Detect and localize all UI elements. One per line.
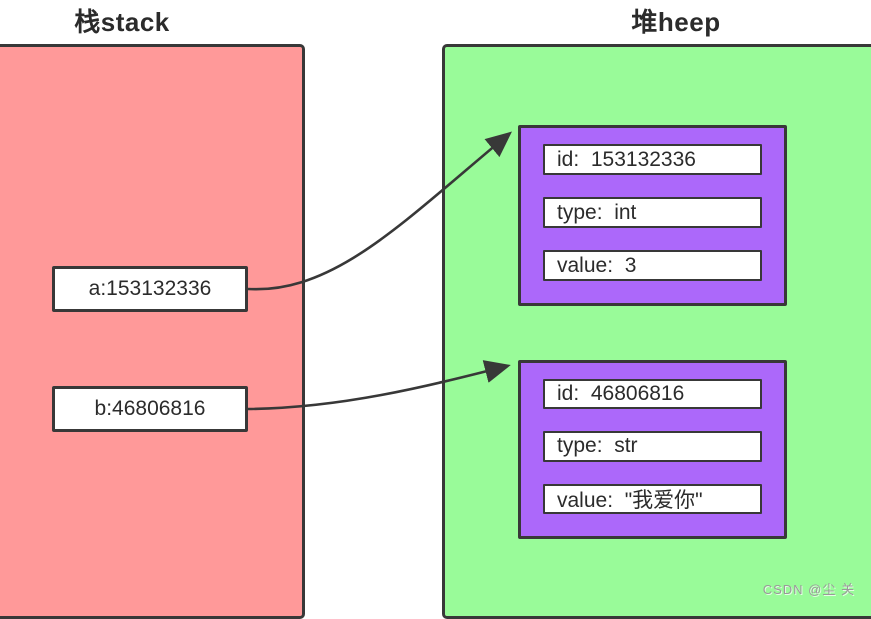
str-object-field-id: id: 46806816 (543, 379, 762, 410)
watermark: CSDN @尘 关 (762, 582, 855, 597)
stack-panel (0, 44, 305, 619)
stack-title: 栈stack (74, 7, 170, 37)
heap-object-str: id: 46806816 type: str value: "我爱你" (518, 360, 787, 539)
str-object-field-type: type: str (543, 431, 762, 462)
stack-variable-b: b:46806816 (52, 386, 248, 432)
int-object-field-type: type: int (543, 197, 762, 228)
stack-variable-a: a:153132336 (52, 266, 248, 312)
heap-object-int: id: 153132336 type: int value: 3 (518, 125, 787, 306)
heap-title: 堆heep (631, 7, 721, 37)
str-object-field-value: value: "我爱你" (543, 483, 762, 514)
int-object-field-id: id: 153132336 (543, 144, 762, 175)
int-object-field-value: value: 3 (543, 250, 762, 281)
